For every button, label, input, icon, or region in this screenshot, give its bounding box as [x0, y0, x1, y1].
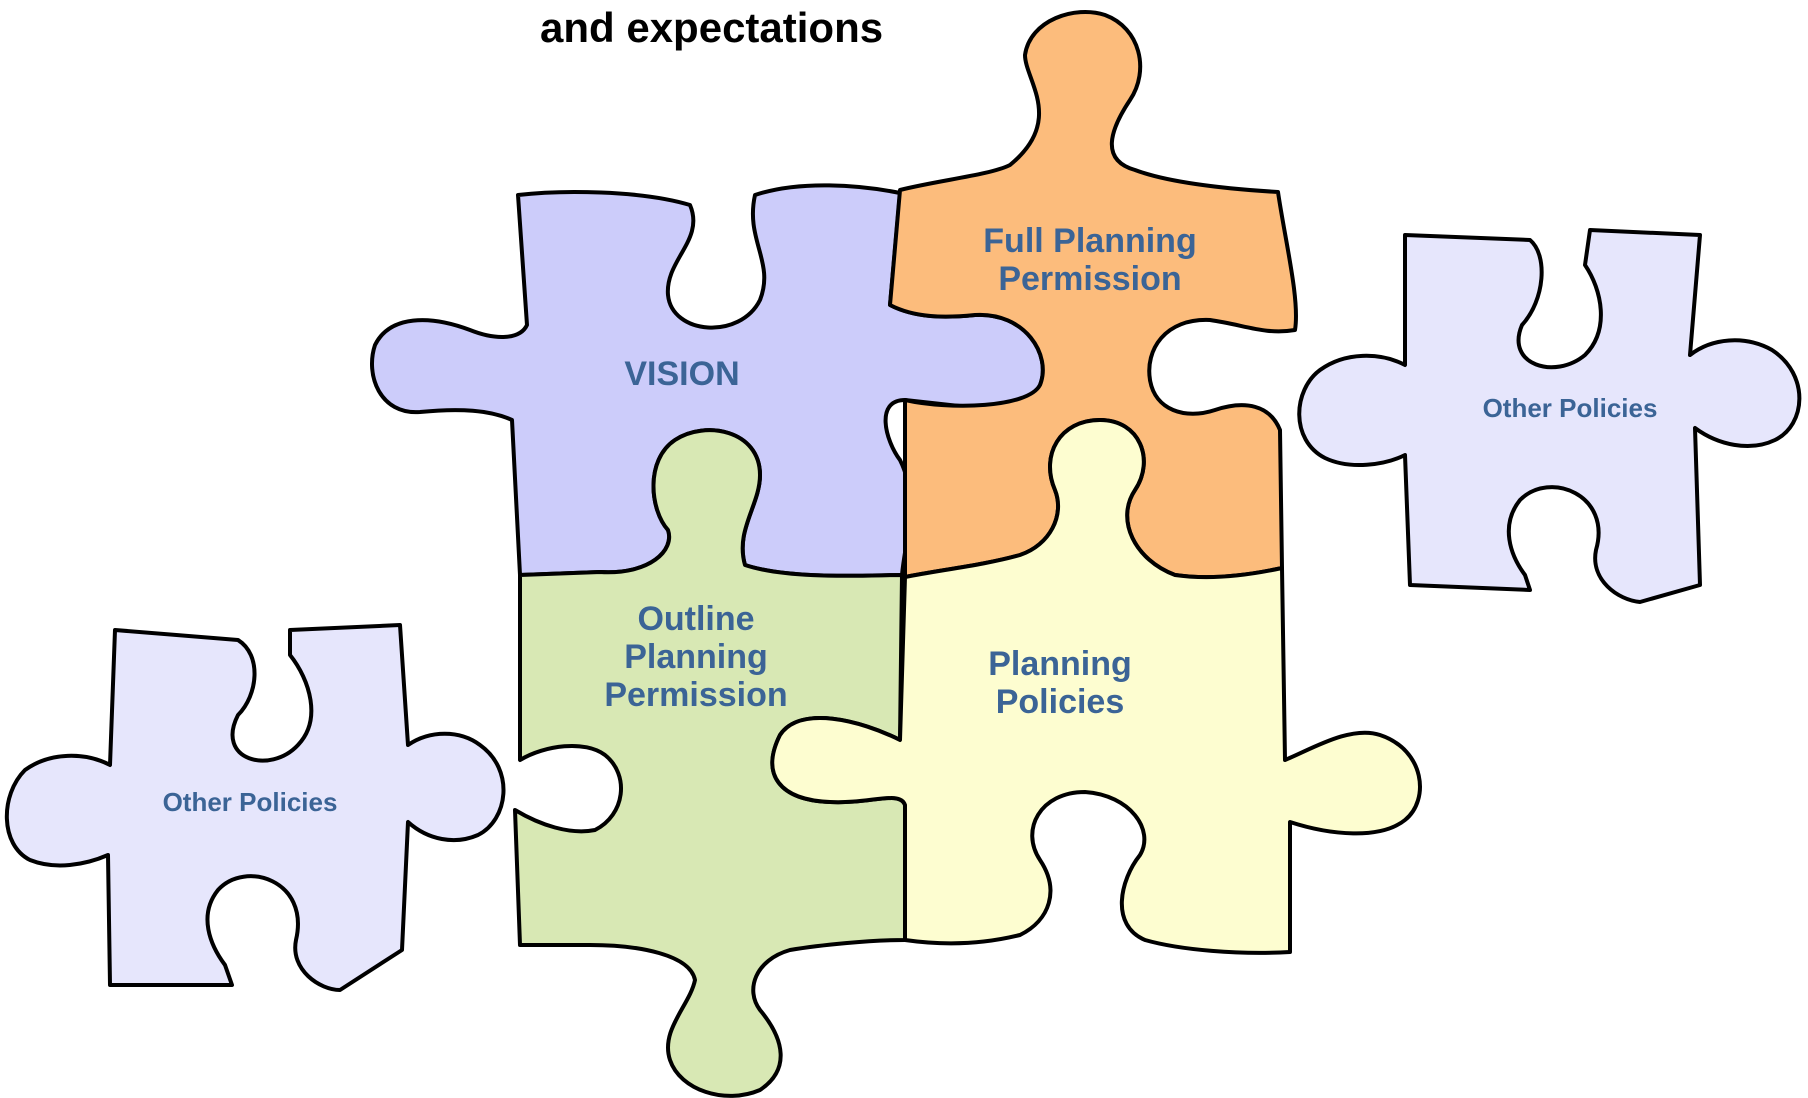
other-policies-right-label: Other Policies — [1483, 393, 1658, 423]
diagram-title: and expectations — [540, 4, 883, 51]
outline-planning-shape — [513, 428, 907, 1098]
outline-planning-label-line-2: Planning — [624, 638, 768, 676]
planning-policies-label-line-2: Policies — [996, 683, 1125, 721]
puzzle-piece-planning-policies — [770, 418, 1422, 955]
other-policies-left-label: Other Policies — [163, 787, 338, 817]
full-planning-label-line-2: Permission — [998, 260, 1181, 298]
planning-policies-label-line-1: Planning — [988, 645, 1132, 683]
planning-policies-shape — [770, 418, 1422, 955]
puzzle-piece-outline-planning — [513, 428, 907, 1098]
puzzle-piece-other-policies-left — [4, 623, 506, 992]
full-planning-label-line-1: Full Planning — [983, 222, 1196, 260]
outline-planning-label-line-1: Outline — [637, 600, 754, 638]
other-policies-right-shape — [1297, 228, 1802, 604]
vision-label: VISION — [624, 355, 739, 393]
puzzle-piece-other-policies-right — [1297, 228, 1802, 604]
outline-planning-label-line-3: Permission — [604, 676, 787, 714]
other-policies-left-shape — [4, 623, 506, 992]
